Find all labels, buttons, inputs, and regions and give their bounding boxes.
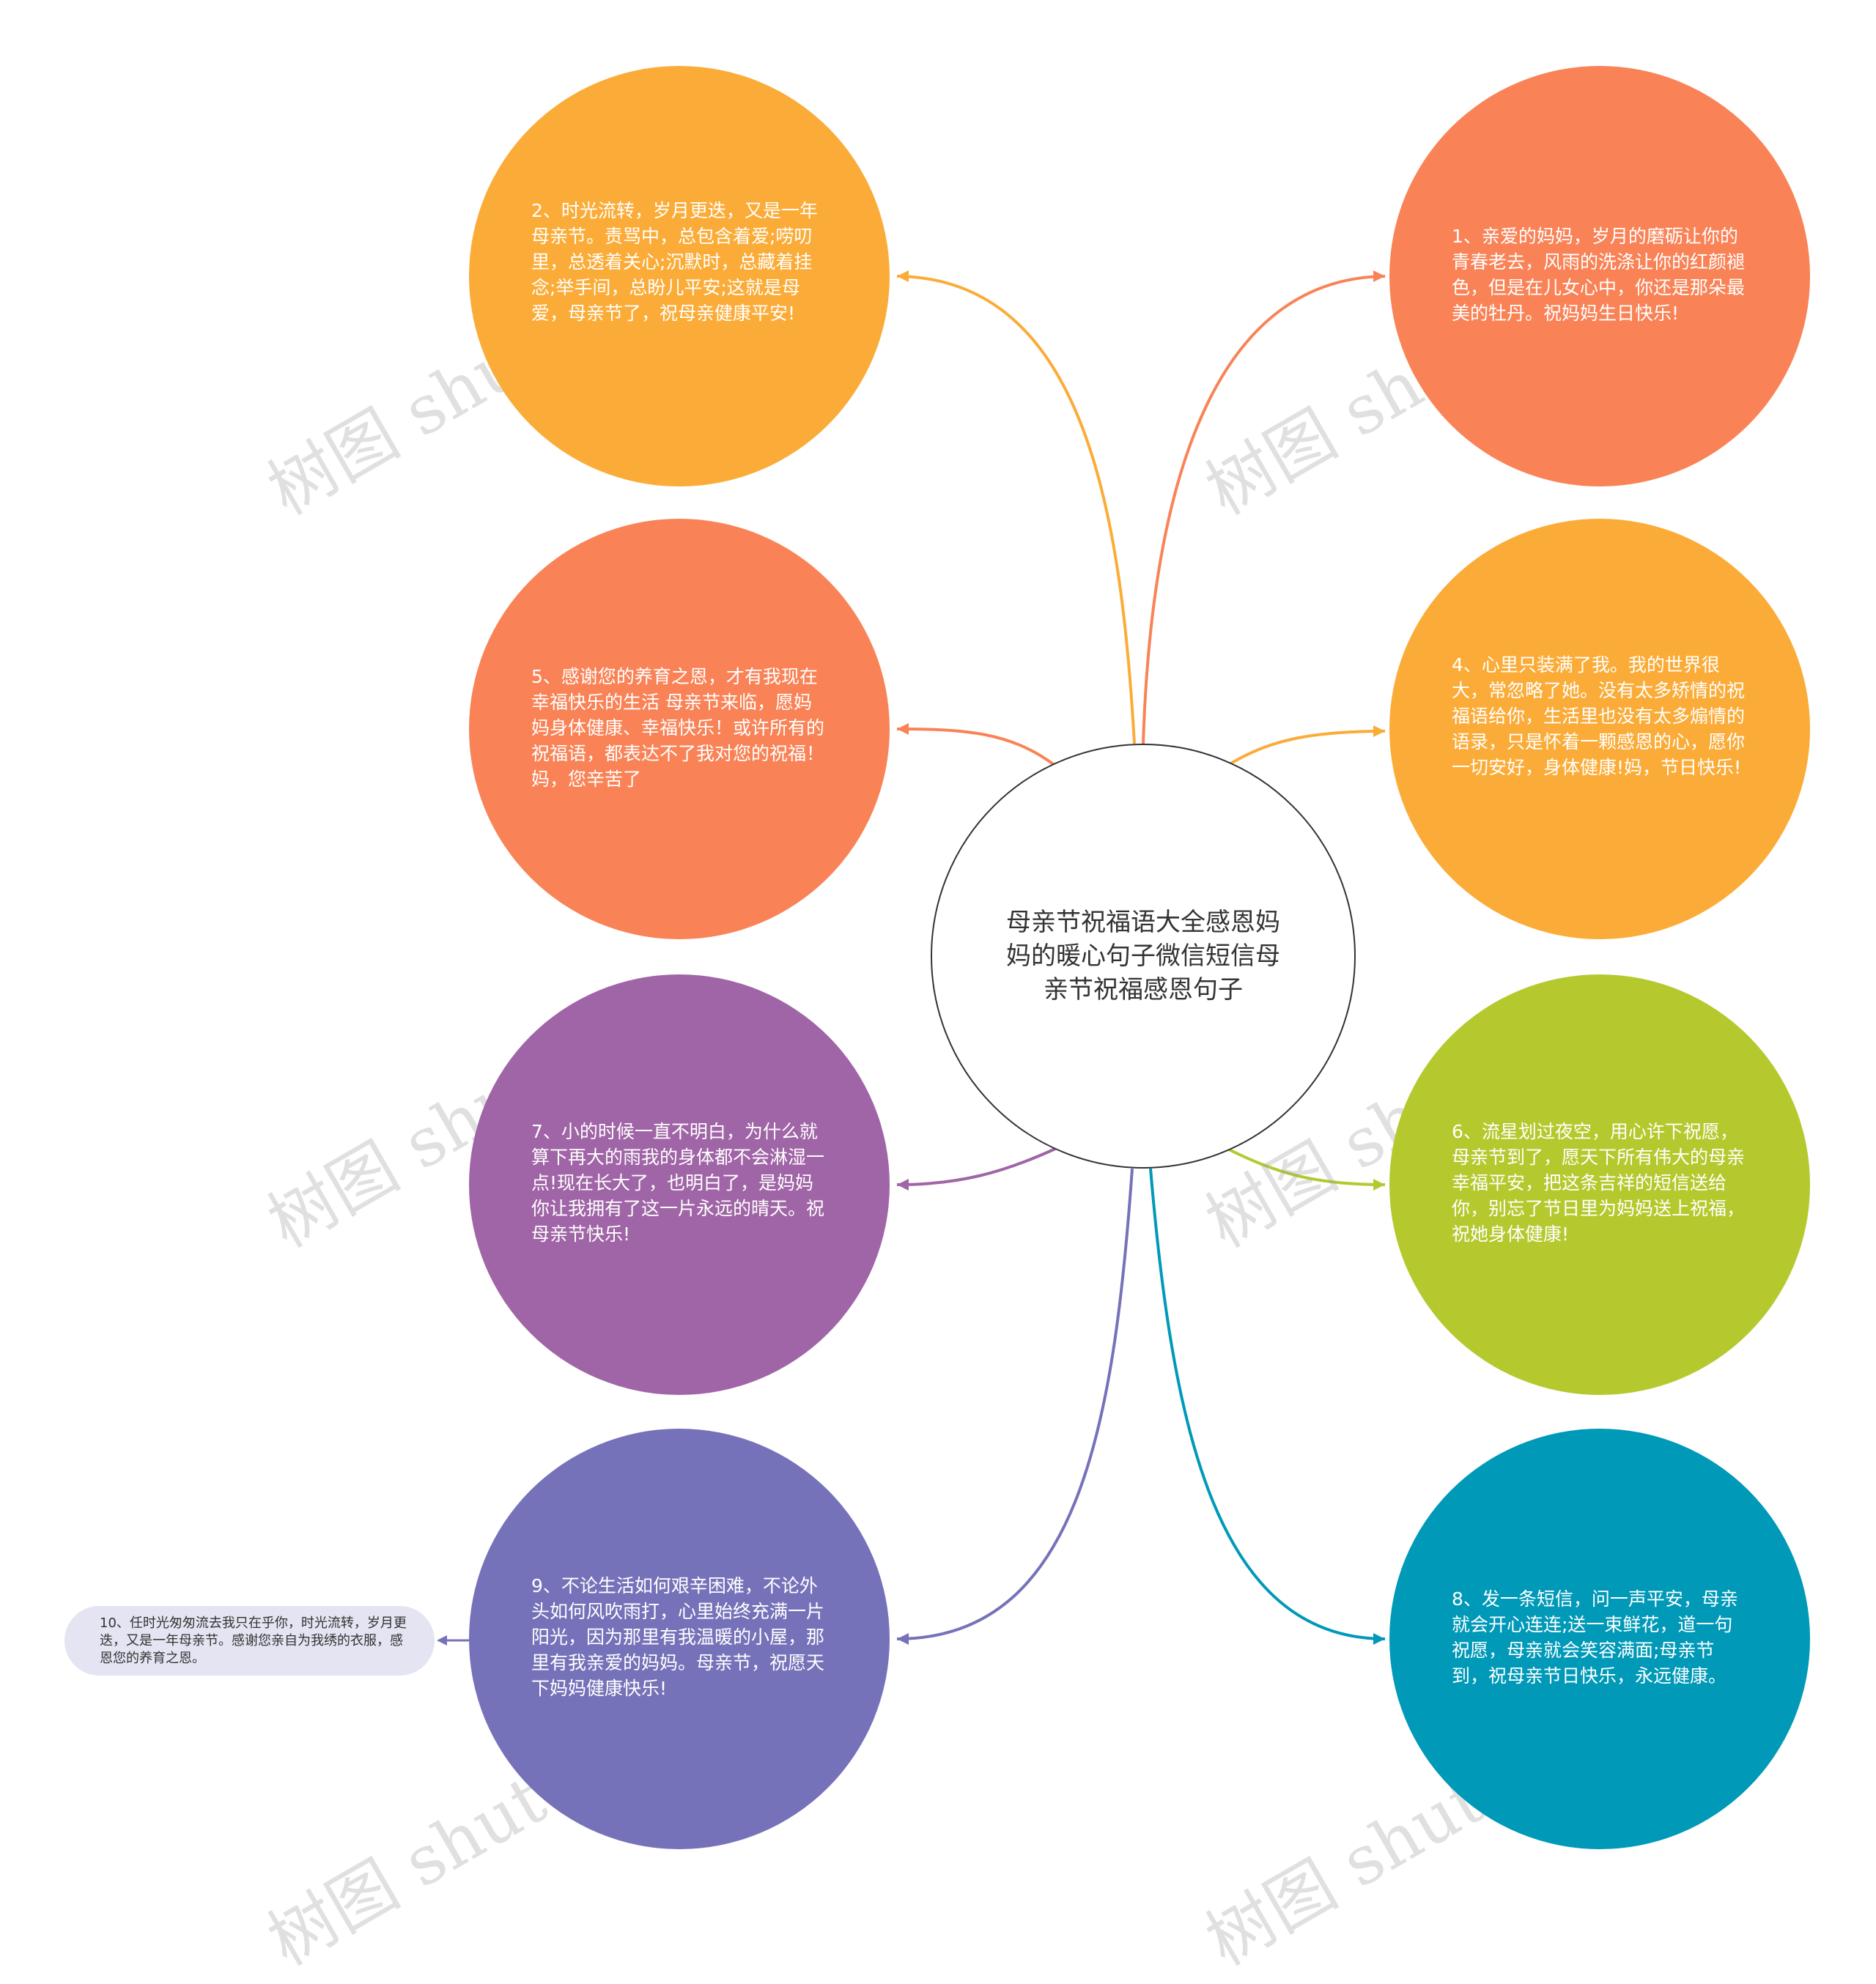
connector-arrowhead bbox=[897, 1179, 909, 1191]
connector-arrowhead bbox=[1373, 1633, 1385, 1645]
connector-arrowhead bbox=[1373, 270, 1385, 282]
topic-node-text: 1、亲爱的妈妈，岁月的磨砺让你的青春老去，风雨的洗涤让你的红颜褪色，但是在儿女心… bbox=[1452, 226, 1746, 324]
topic-node-text: 9、不论生活如何艰辛困难，不论外头如何风吹雨打，心里始终充满一片阳光，因为那里有… bbox=[531, 1575, 825, 1699]
connector-line bbox=[1227, 1147, 1386, 1186]
topic-node-text: 6、流星划过夜空，用心许下祝愿，母亲节到了，愿天下所有伟大的母亲幸福平安，把这条… bbox=[1452, 1121, 1746, 1245]
connector-arrowhead bbox=[897, 1633, 909, 1645]
connector-arrowhead bbox=[1373, 725, 1385, 737]
connector-line bbox=[896, 728, 1057, 767]
connection-layer bbox=[437, 270, 1386, 1646]
connector-line bbox=[1226, 730, 1386, 767]
topic-node-8[interactable]: 8、发一条短信，问一声平安，母亲就会开心连连;送一束鲜花，道一句祝愿，母亲就会笑… bbox=[1389, 1429, 1810, 1849]
mind-map-canvas: 树图 shutu.cn 树图 shutu.cn 树图 shutu.cn 树图 s… bbox=[64, 66, 1810, 1981]
topic-node-text: 8、发一条短信，问一声平安，母亲就会开心连连;送一束鲜花，道一句祝愿，母亲就会笑… bbox=[1452, 1588, 1738, 1687]
topic-node-text: 4、心里只装满了我。我的世界很大，常忽略了她。没有太多矫情的祝福语给你，生活里也… bbox=[1452, 654, 1746, 778]
topic-node-text: 7、小的时候一直不明白，为什么就算下再大的雨我的身体都不会淋湿一点!现在长大了，… bbox=[531, 1121, 825, 1245]
topic-node-5[interactable]: 5、感谢您的养育之恩，才有我现在幸福快乐的生活 母亲节来临，愿妈妈身体健康、幸福… bbox=[469, 519, 890, 939]
connector-arrowhead bbox=[437, 1635, 447, 1646]
connector-line bbox=[1149, 1168, 1386, 1640]
topic-node-text: 2、时光流转，岁月更迭，又是一年母亲节。责骂中，总包含着爱;唠叨里，总透着关心;… bbox=[531, 200, 818, 324]
topic-node-2[interactable]: 2、时光流转，岁月更迭，又是一年母亲节。责骂中，总包含着爱;唠叨里，总透着关心;… bbox=[469, 66, 890, 486]
central-topic[interactable]: 母亲节祝福语大全感恩妈妈的暖心句子微信短信母亲节祝福感恩句子 bbox=[931, 744, 1356, 1169]
connector-line bbox=[896, 275, 1136, 744]
sub-topic-text: 10、任时光匆匆流去我只在乎你，时光流转，岁月更迭，又是一年母亲节。感谢您亲自为… bbox=[100, 1615, 407, 1666]
connector-line bbox=[896, 1147, 1056, 1186]
connector-arrowhead bbox=[1373, 1179, 1385, 1191]
connector-line bbox=[896, 1168, 1134, 1640]
connector-line bbox=[1142, 275, 1386, 744]
topic-node-9[interactable]: 9、不论生活如何艰辛困难，不论外头如何风吹雨打，心里始终充满一片阳光，因为那里有… bbox=[469, 1429, 890, 1849]
topic-node-7[interactable]: 7、小的时候一直不明白，为什么就算下再大的雨我的身体都不会淋湿一点!现在长大了，… bbox=[469, 974, 890, 1395]
connector-arrowhead bbox=[897, 723, 909, 735]
central-topic-text: 母亲节祝福语大全感恩妈妈的暖心句子微信短信母亲节祝福感恩句子 bbox=[1006, 908, 1280, 1004]
topic-node-6[interactable]: 6、流星划过夜空，用心许下祝愿，母亲节到了，愿天下所有伟大的母亲幸福平安，把这条… bbox=[1389, 974, 1810, 1395]
topic-node-1[interactable]: 1、亲爱的妈妈，岁月的磨砺让你的青春老去，风雨的洗涤让你的红颜褪色，但是在儿女心… bbox=[1389, 66, 1810, 486]
topic-node-text: 5、感谢您的养育之恩，才有我现在幸福快乐的生活 母亲节来临，愿妈妈身体健康、幸福… bbox=[531, 666, 825, 790]
topic-node-4[interactable]: 4、心里只装满了我。我的世界很大，常忽略了她。没有太多矫情的祝福语给你，生活里也… bbox=[1389, 519, 1810, 939]
connector-arrowhead bbox=[897, 270, 909, 282]
sub-topic-node-10[interactable]: 10、任时光匆匆流去我只在乎你，时光流转，岁月更迭，又是一年母亲节。感谢您亲自为… bbox=[64, 1606, 435, 1676]
